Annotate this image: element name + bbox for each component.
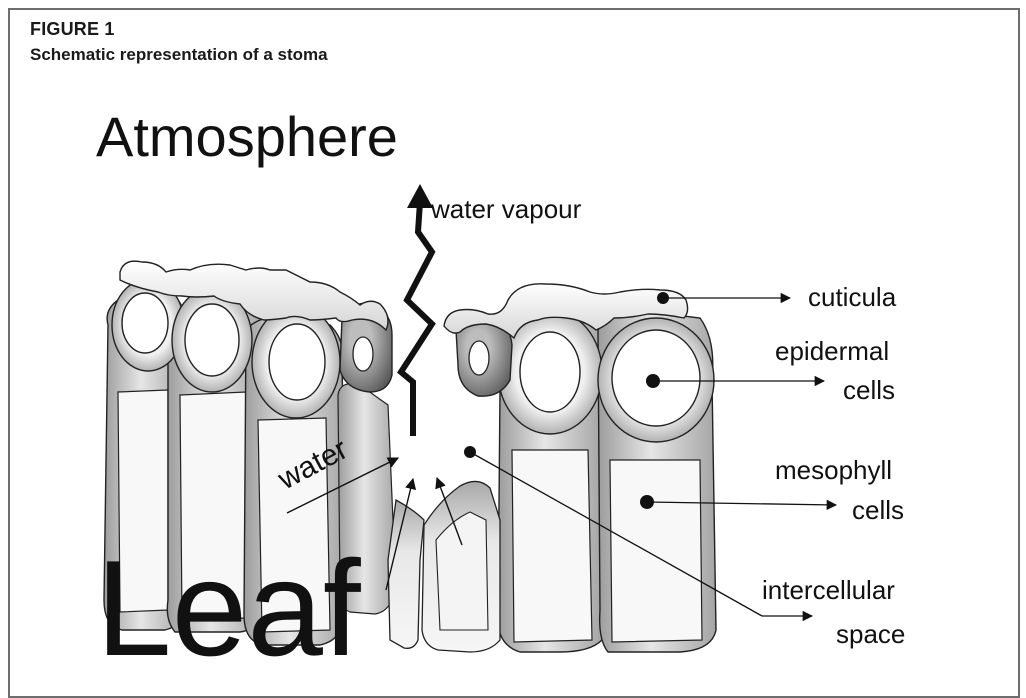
intercellular-pocket-cells: [388, 481, 500, 652]
mesophyll-label-line2: cells: [852, 495, 904, 525]
atmosphere-label: Atmosphere: [96, 105, 398, 168]
leaf-label: Leaf: [96, 532, 361, 683]
water-vapour-arrow: [401, 184, 433, 436]
intercellular-label-line2: space: [836, 619, 905, 649]
stoma-diagram: Leaf Atmosphere water vapour water cutic…: [0, 0, 1026, 683]
epidermal-label-line2: cells: [843, 375, 895, 405]
mesophyll-label-line1: mesophyll: [775, 455, 892, 485]
epidermal-label-line1: epidermal: [775, 336, 889, 366]
intercellular-label-line1: intercellular: [762, 575, 895, 605]
cuticula-label: cuticula: [808, 282, 897, 312]
water-vapour-label: water vapour: [430, 194, 582, 224]
